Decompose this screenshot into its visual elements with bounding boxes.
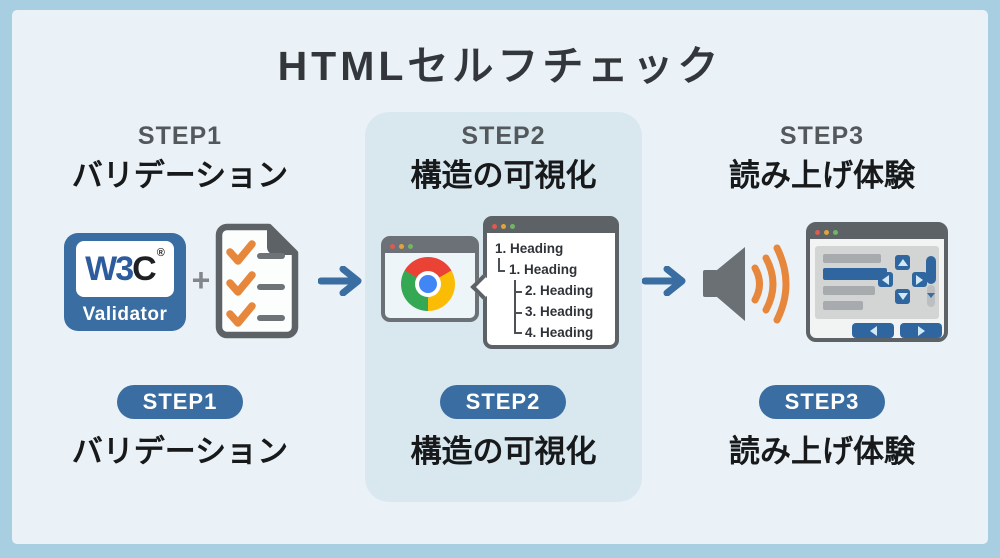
step3-badge: STEP3	[759, 385, 885, 419]
heading-outline-list: 1. Heading 1. Heading 2. Heading 3. Head…	[487, 238, 615, 343]
w3c-logo-c: C	[132, 249, 157, 288]
step2-header-heading: 構造の可視化	[410, 158, 597, 193]
tree-connector	[498, 258, 505, 272]
registered-mark: ®	[156, 247, 165, 259]
screen-reader-window	[806, 222, 948, 342]
arrow-right-icon	[318, 266, 362, 296]
dpad-up-button	[895, 255, 910, 270]
up-arrow-icon	[897, 259, 908, 266]
outline-item: 1. Heading	[495, 241, 564, 256]
step2-badge-caption: 構造の可視化	[410, 434, 597, 469]
outline-item: 2. Heading	[525, 283, 594, 298]
reader-titlebar	[809, 225, 945, 239]
step3-header-label: STEP3	[779, 122, 865, 150]
w3c-logo-w3: W3	[85, 249, 134, 288]
window-dot-red-icon	[390, 243, 395, 249]
dpad-left-button	[878, 272, 893, 287]
prev-button	[852, 323, 894, 338]
tree-connector	[514, 280, 522, 334]
step2-badge: STEP2	[440, 385, 566, 419]
window-dot-green-icon	[510, 223, 515, 229]
down-arrow-icon	[897, 293, 908, 300]
step3-header-heading: 読み上げ体験	[729, 158, 915, 193]
browser-window	[381, 236, 479, 322]
outline-item: 3. Heading	[525, 304, 594, 319]
outline-item: 4. Heading	[525, 325, 594, 340]
window-dot-red-icon	[815, 229, 820, 235]
plus-sign: +	[191, 262, 211, 298]
sound-wave	[762, 254, 777, 314]
outline-titlebar	[486, 219, 616, 233]
text-line-bar	[823, 301, 863, 310]
arrow-right-icon	[642, 266, 686, 296]
sound-wave	[773, 244, 790, 324]
w3c-validator-caption: Validator	[82, 304, 168, 325]
step2-header-label: STEP2	[461, 122, 546, 150]
window-dot-green-icon	[408, 243, 413, 249]
window-dot-green-icon	[833, 229, 838, 235]
next-button	[900, 323, 942, 338]
window-dot-yellow-icon	[399, 243, 404, 249]
left-arrow-icon	[869, 325, 877, 336]
highlighted-line-bar	[823, 268, 887, 280]
scrollbar	[926, 249, 936, 316]
left-arrow-icon	[882, 274, 889, 285]
scrollbar-thumb	[926, 256, 936, 284]
scrollbar-track	[927, 285, 935, 307]
right-arrow-icon	[916, 274, 923, 285]
text-line-bar	[823, 254, 881, 263]
tree-connector	[514, 291, 522, 293]
text-line-bar	[823, 286, 875, 295]
dpad-right-button	[912, 272, 927, 287]
window-dot-yellow-icon	[501, 223, 506, 229]
step1-badge-caption: バリデーション	[71, 434, 289, 469]
step1-header-label: STEP1	[137, 122, 223, 150]
speaker-icon	[703, 244, 790, 324]
page-title: HTMLセルフチェック	[277, 43, 723, 89]
chrome-icon	[401, 257, 455, 311]
window-dot-red-icon	[492, 223, 497, 229]
sound-wave	[751, 264, 763, 304]
heading-outline-window: 1. Heading 1. Heading 2. Heading 3. Head…	[470, 216, 619, 349]
right-arrow-icon	[917, 325, 925, 336]
step1-badge: STEP1	[117, 385, 243, 419]
window-dot-yellow-icon	[824, 229, 829, 235]
checklist-document-icon	[215, 223, 299, 339]
reader-content-panel	[815, 246, 939, 319]
scroll-down-icon	[927, 293, 935, 316]
outline-item: 1. Heading	[509, 262, 578, 277]
tree-connector	[514, 312, 522, 314]
dpad-down-button	[895, 289, 910, 304]
step1-header-heading: バリデーション	[71, 158, 289, 193]
step3-badge-caption: 読み上げ体験	[729, 434, 915, 469]
browser-titlebar	[384, 239, 476, 253]
